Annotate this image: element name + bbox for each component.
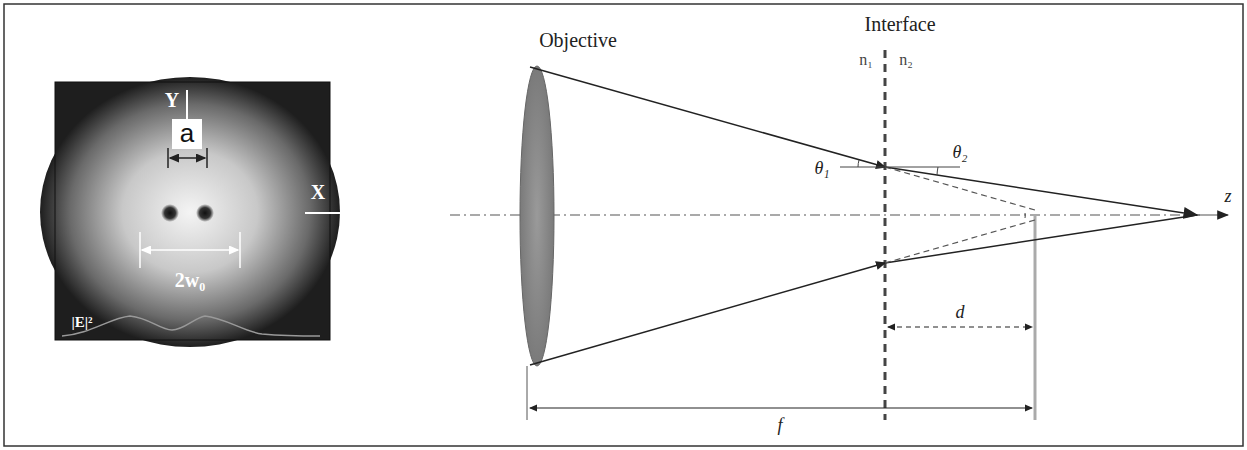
component-label: Objective bbox=[539, 30, 617, 50]
axis-label: Y bbox=[165, 90, 179, 110]
index-label: n₁ bbox=[859, 52, 873, 68]
index-label: n₂ bbox=[899, 52, 913, 68]
separation-label: a bbox=[172, 119, 202, 149]
angle-label: θ₂ bbox=[952, 143, 967, 161]
dimension-label: f bbox=[777, 416, 782, 434]
intensity-label: |E|² bbox=[71, 315, 92, 330]
axis-label: X bbox=[311, 182, 325, 202]
dimension-label: d bbox=[956, 303, 965, 321]
waist-label: 2w₀ bbox=[175, 270, 205, 290]
angle-label: θ₁ bbox=[814, 159, 829, 177]
axis-label: z bbox=[1224, 187, 1231, 205]
component-label: Interface bbox=[864, 14, 935, 34]
